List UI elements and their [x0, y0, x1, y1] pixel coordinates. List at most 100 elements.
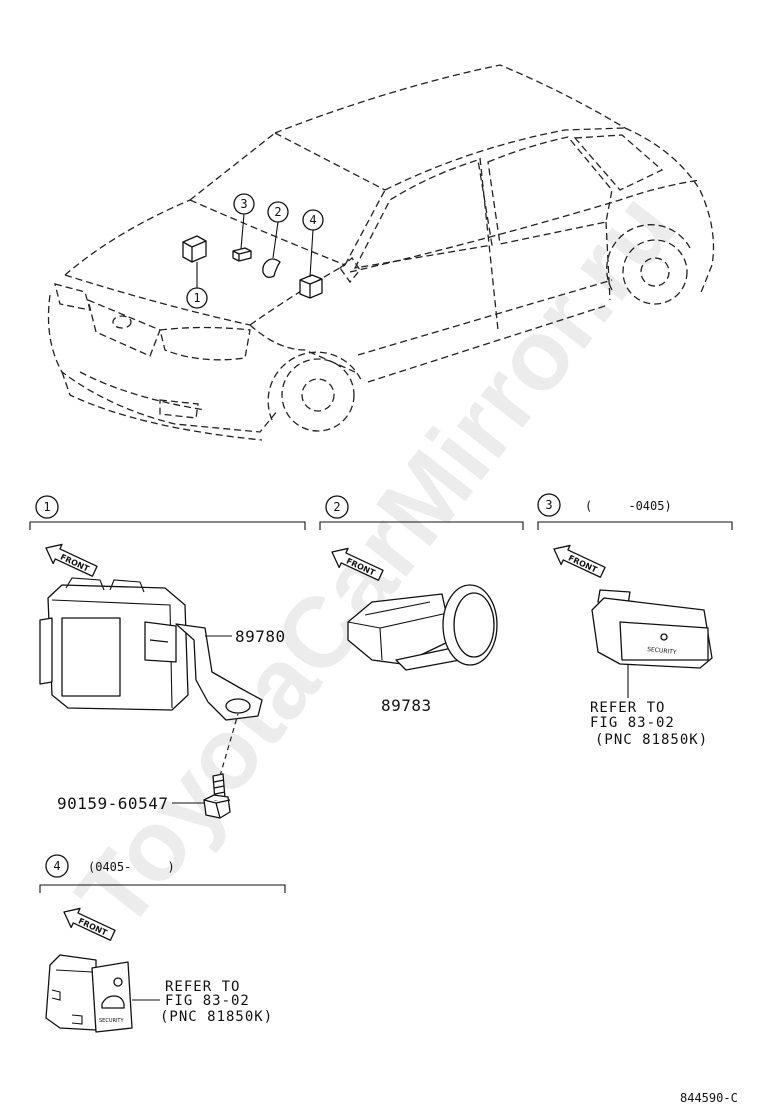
sensor-body: [347, 593, 453, 665]
callout-2: 2: [267, 201, 289, 259]
car-bumper-lower-edge: [61, 371, 263, 441]
section-number-circle: [537, 493, 561, 517]
callout-3: 3: [233, 193, 255, 250]
car-fog-lamp: [159, 399, 199, 419]
section-divider: [29, 521, 306, 530]
section-number-circle: [325, 495, 349, 519]
car-symbol-icon: [101, 995, 125, 1009]
bolt-hex-head: [203, 794, 231, 819]
part-89783-sensor: [347, 584, 498, 671]
car-hood-front-edge: [64, 274, 251, 326]
car-front-fender: [249, 324, 356, 373]
production-date-range: ( -0405): [585, 499, 672, 513]
section-1: 1 FRONT 89780 90159-60547: [29, 495, 306, 819]
leader-line: [240, 213, 245, 250]
figure-reference: FIG 83-02: [590, 715, 675, 731]
section-number: 1: [43, 500, 50, 514]
location-part-3: [232, 247, 252, 262]
section-number-circle: [45, 854, 69, 878]
car-hood-fender-seam: [249, 264, 346, 326]
watermark: ToyotaCarMirror.ru: [55, 172, 696, 949]
arrow-shape: [63, 907, 116, 941]
section-divider: [39, 884, 286, 893]
switch-face: [619, 621, 709, 661]
front-direction-arrow: FRONT: [45, 543, 98, 577]
module-recess: [61, 617, 121, 697]
car-rear-wheel: [622, 239, 688, 305]
bolt-install-path: [219, 713, 239, 777]
leader-line: [272, 221, 279, 259]
switch-body-detail: [51, 969, 93, 1025]
car-belt-line: [349, 179, 701, 273]
switch-body: [45, 954, 97, 1031]
car-windshield-base: [189, 199, 346, 266]
callout-1: 1: [186, 262, 208, 309]
section-2: 2 FRONT 89783: [319, 495, 524, 715]
car-front-wheel: [281, 358, 355, 432]
car-side-mirror: [339, 257, 361, 284]
refer-to-text: REFER TO: [590, 700, 665, 716]
location-part-2: [262, 258, 281, 278]
car-emblem: [112, 315, 132, 329]
car-a-pillar-far: [189, 132, 276, 201]
car-hood-left-edge: [64, 199, 191, 276]
module-side-tab: [144, 621, 177, 663]
sensor-body-edge: [347, 601, 453, 661]
figure-reference: FIG 83-02: [165, 993, 250, 1009]
module-front-edge: [51, 599, 173, 709]
security-switch-illustration: SECURITY: [591, 589, 713, 669]
component-locations: [182, 235, 323, 299]
sensor-cap-face: [453, 592, 495, 658]
part-number-90159-60547: 90159-60547: [57, 794, 168, 813]
car-c-pillar-seam: [605, 221, 611, 301]
location-part-4: [299, 274, 323, 299]
car-roof-near-rail: [384, 127, 626, 191]
car-a-pillar-near: [344, 189, 386, 266]
section-divider: [537, 521, 733, 530]
car-front-wheel-hub: [301, 378, 335, 412]
location-part-1: [182, 235, 207, 263]
bolt-90159-60547: [203, 773, 231, 819]
car-roof-front-edge: [274, 132, 386, 191]
module-connector: [39, 617, 53, 685]
refer-to-text: REFER TO: [165, 979, 240, 995]
module-top-ridge: [65, 577, 145, 593]
leader-line: [309, 229, 314, 278]
section-number-circle: [35, 495, 59, 519]
production-date-range: (0405- ): [88, 860, 175, 874]
section-number: 3: [545, 498, 552, 512]
car-quarter-window: [573, 134, 664, 191]
pnc-reference: (PNC 81850K): [160, 1009, 273, 1025]
callout-circle: [186, 287, 208, 309]
section-number: 2: [333, 500, 340, 514]
callout-number: 2: [274, 205, 281, 219]
mounting-bracket: [175, 623, 263, 721]
car-right-headlight: [159, 326, 251, 361]
car-b-pillar-seam: [479, 157, 499, 331]
car-roof-far-edge: [274, 64, 626, 134]
callout-4: 4: [302, 209, 324, 278]
car-front-wheel-arch: [267, 351, 363, 421]
arrow-shape: [553, 544, 606, 578]
illustration-id: 844590-C: [680, 1091, 738, 1105]
car-left-headlight: [54, 283, 91, 311]
car-rear-wheel-hub: [640, 257, 670, 287]
switch-label: SECURITY: [99, 1018, 124, 1024]
car-rocker-upper: [357, 279, 613, 356]
callout-number: 4: [309, 213, 316, 227]
callout-number: 3: [240, 197, 247, 211]
car-lower-intake: [79, 371, 206, 411]
arrow-shape: [45, 543, 98, 577]
indicator-lamp-icon: [660, 633, 668, 641]
section-number: 4: [53, 859, 60, 873]
car-front-door-window: [353, 159, 493, 269]
pnc-reference: (PNC 81850K): [595, 732, 708, 748]
part-number-89780: 89780: [235, 627, 286, 646]
car-rear-outline: [624, 127, 715, 296]
front-direction-arrow: FRONT: [553, 544, 606, 578]
switch-label: SECURITY: [647, 646, 677, 656]
car-rear-door-window: [487, 136, 613, 245]
callout-number: 1: [193, 291, 200, 305]
part-89780-module: [39, 577, 263, 721]
